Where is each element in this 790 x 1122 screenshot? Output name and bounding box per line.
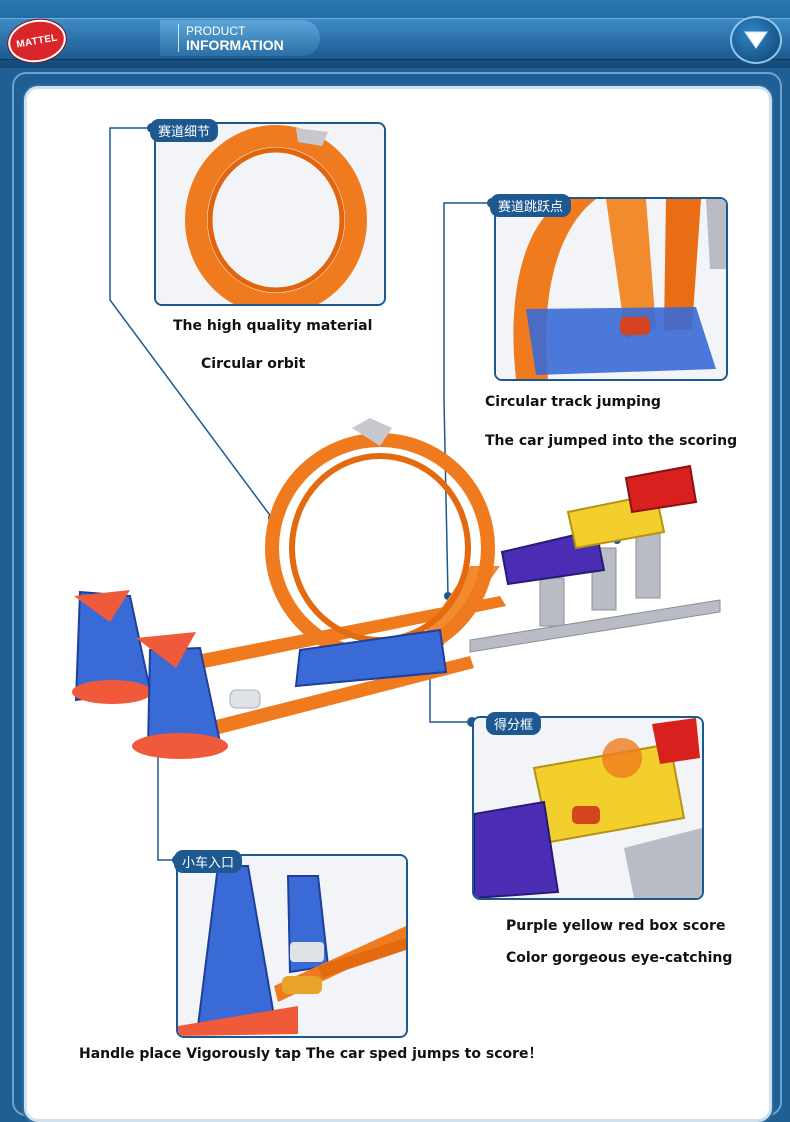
launcher-back-base [72, 680, 152, 704]
tag-track-detail: 赛道细节 [150, 119, 219, 142]
title-pill [160, 20, 320, 56]
tag-jump-point: 赛道跳跃点 [490, 194, 572, 217]
title-separator [178, 24, 179, 52]
caption-material: The high quality material [173, 318, 373, 334]
caption-orbit: Circular orbit [201, 356, 306, 372]
callout-track-detail [154, 122, 386, 306]
caption-boxes: Purple yellow red box score [506, 918, 726, 934]
launcher-handle [229, 689, 261, 709]
connector-jump-point [443, 202, 490, 597]
support-towers [469, 511, 721, 653]
caption-jumping: Circular track jumping [485, 394, 661, 410]
tag-score-box: 得分框 [486, 712, 542, 735]
connector-track-detail [109, 127, 273, 519]
chevron-down-icon [744, 31, 768, 49]
loop-base [294, 628, 448, 688]
scroll-down-button[interactable] [730, 16, 782, 64]
tag-car-entry: 小车入口 [174, 850, 243, 873]
connector-score-box [429, 660, 470, 723]
callout-car-entry [176, 854, 408, 1038]
loop-detail-image [156, 124, 384, 304]
score-box-image [474, 718, 702, 898]
callout-score-box [472, 716, 704, 900]
caption-color: Color gorgeous eye-catching [506, 950, 733, 966]
caption-scoring: The car jumped into the scoring [485, 433, 738, 449]
header-title-line2: INFORMATION [186, 37, 284, 53]
callout-jump-point [494, 197, 728, 381]
header-band [0, 18, 790, 60]
launcher-front-flap [136, 632, 196, 668]
car-entry-image [178, 856, 406, 1036]
launcher-back-flap [74, 590, 130, 622]
launcher-front-base [132, 733, 228, 759]
caption-handle: Handle place Vigorously tap The car sped… [79, 1046, 543, 1062]
loop-clip [352, 418, 392, 446]
jump-point-image [496, 199, 726, 379]
header-title-line1: PRODUCT [186, 24, 246, 38]
product-illustration [72, 123, 721, 865]
loop-track-inner [289, 453, 471, 643]
red-score-box [624, 464, 698, 514]
